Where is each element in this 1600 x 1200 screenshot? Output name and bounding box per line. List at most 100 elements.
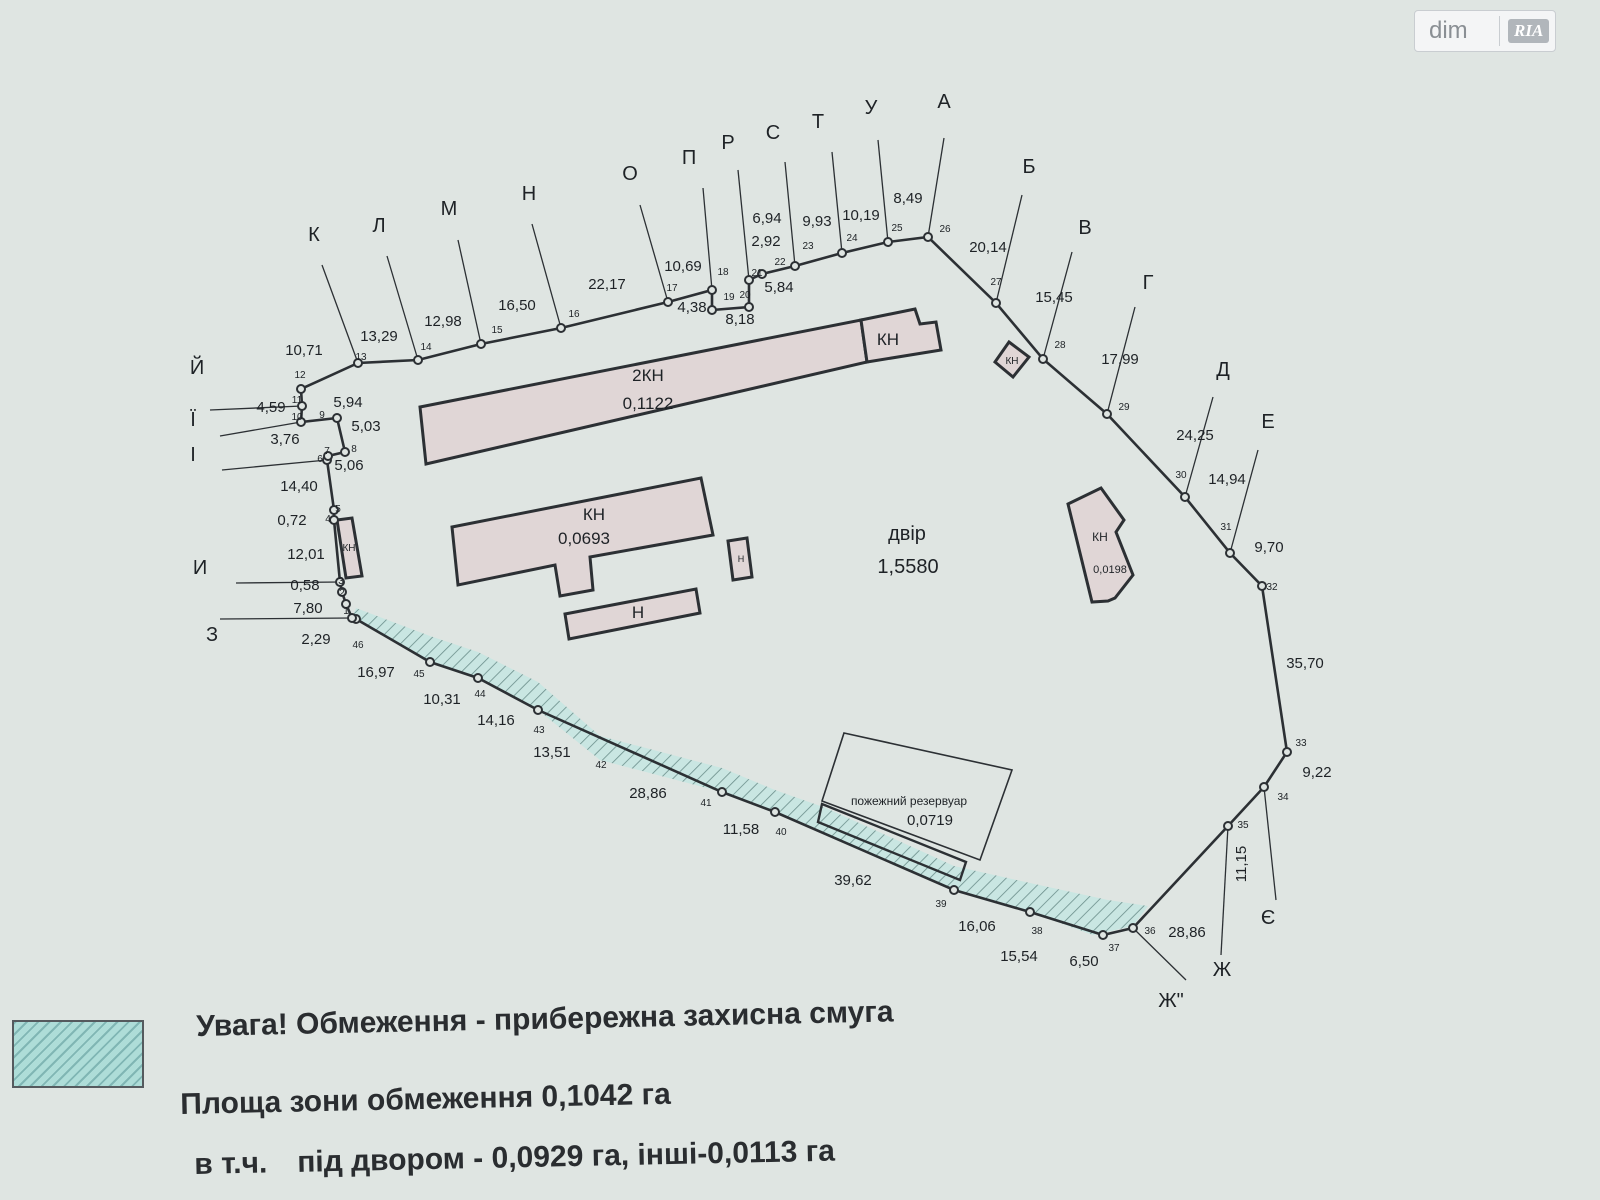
neighbor-letter: Є — [1261, 907, 1275, 929]
legend-hatch-swatch — [12, 1020, 144, 1088]
neighbor-letter: А — [937, 91, 951, 113]
segment-length: 39,62 — [834, 872, 872, 889]
label-kn-0198-area: 0,0198 — [1093, 564, 1127, 576]
neighbor-letter: О — [622, 163, 638, 185]
neighbor-letter: П — [682, 147, 696, 169]
segment-length: 12,01 — [287, 546, 325, 563]
vertex-25 — [883, 237, 893, 247]
segment-length: 5,03 — [351, 418, 380, 435]
segment-length: 9,93 — [802, 213, 831, 230]
point-number-30: 30 — [1175, 470, 1187, 481]
vertex-30 — [1180, 492, 1190, 502]
vertex-20 — [744, 302, 754, 312]
neighbor-letter: И — [193, 557, 207, 579]
point-number-7: 7 — [324, 446, 330, 457]
restriction-breakdown-prefix: в т.ч. — [194, 1146, 268, 1181]
segment-length: 9,70 — [1254, 539, 1283, 556]
building-kn-edge — [335, 516, 364, 580]
point-number-46: 46 — [352, 640, 364, 651]
point-number-25: 25 — [891, 223, 903, 234]
point-number-39: 39 — [935, 899, 947, 910]
neighbor-letter: Р — [721, 132, 734, 154]
vertex-33 — [1282, 747, 1292, 757]
neighbor-line — [1106, 306, 1136, 415]
neighbor-letter: М — [441, 198, 458, 220]
vertex-24 — [837, 248, 847, 258]
neighbor-line — [457, 239, 482, 345]
vertex-40 — [770, 807, 780, 817]
point-number-38: 38 — [1031, 926, 1043, 937]
segment-length: 35,70 — [1286, 655, 1324, 672]
segment-length: 10,31 — [423, 691, 461, 708]
segment-length: 17,99 — [1101, 351, 1139, 368]
reservoir-body — [816, 802, 968, 882]
segment-length: 2,92 — [751, 233, 780, 250]
segment-length: 10,19 — [842, 207, 880, 224]
building-n-small — [726, 536, 754, 582]
segment-length: 14,40 — [280, 478, 318, 495]
point-number-2: 2 — [339, 588, 345, 599]
point-number-32: 32 — [1266, 582, 1278, 593]
point-number-27: 27 — [990, 277, 1002, 288]
neighbor-line — [1132, 927, 1187, 981]
label-kn-area: 0,0693 — [558, 529, 610, 548]
reservoir-label: пожежний резервуар — [851, 794, 967, 808]
point-number-45: 45 — [413, 669, 425, 680]
neighbor-line — [1220, 825, 1229, 956]
label-n-long: Н — [632, 603, 644, 622]
point-number-33: 33 — [1295, 738, 1307, 749]
segment-length: 6,94 — [752, 210, 781, 227]
segment-length: 10,71 — [285, 342, 323, 359]
point-number-26: 26 — [939, 224, 951, 235]
point-number-41: 41 — [700, 798, 712, 809]
segment-lengths: 10,7113,2912,9816,5022,1710,694,388,185,… — [256, 190, 1331, 970]
point-number-36: 36 — [1144, 926, 1156, 937]
point-number-18: 18 — [717, 267, 729, 278]
vertex-4 — [329, 515, 339, 525]
neighbor-line — [219, 617, 353, 620]
segment-length: 2,29 — [301, 631, 330, 648]
neighbor-line — [531, 223, 562, 329]
segment-length: 5,84 — [764, 279, 793, 296]
point-number-6: 6 — [317, 454, 323, 465]
vertex-17 — [663, 297, 673, 307]
vertex-3 — [335, 577, 345, 587]
point-number-15: 15 — [491, 325, 503, 336]
neighbor-letter: З — [206, 624, 218, 646]
point-number-31: 31 — [1220, 522, 1232, 533]
point-number-3: 3 — [338, 576, 344, 587]
label-kn-edge: КН — [342, 543, 355, 554]
point-number-4: 4 — [325, 514, 331, 525]
neighbor-line — [1184, 396, 1214, 498]
neighbor-letter: Д — [1216, 359, 1230, 381]
segment-length: 5,06 — [334, 457, 363, 474]
vertex-41 — [717, 787, 727, 797]
vertex-35 — [1223, 821, 1233, 831]
segment-length: 5,94 — [333, 394, 362, 411]
vertex-9 — [332, 413, 342, 423]
vertex-27 — [991, 298, 1001, 308]
neighbor-letter: Н — [522, 183, 536, 205]
neighbor-line — [1042, 251, 1073, 360]
vertex-34 — [1259, 782, 1269, 792]
segment-length: 9,22 — [1302, 764, 1331, 781]
segment-length: 7,80 — [293, 600, 322, 617]
neighbor-line — [702, 187, 713, 291]
point-number-35: 35 — [1237, 820, 1249, 831]
segment-length: 14,94 — [1208, 471, 1246, 488]
reservoir-area: 0,0719 — [907, 812, 953, 829]
neighbor-letter: К — [308, 224, 320, 246]
vertex-5 — [329, 505, 339, 515]
segment-length: 28,86 — [629, 785, 667, 802]
neighbor-line — [995, 194, 1023, 304]
point-number-5: 5 — [335, 504, 341, 515]
point-number-13: 13 — [355, 352, 367, 363]
neighbor-letter: С — [766, 122, 780, 144]
neighbor-line — [831, 151, 843, 254]
vertex-16 — [556, 323, 566, 333]
neighbor-line — [1229, 449, 1259, 554]
point-number-24: 24 — [846, 233, 858, 244]
vertex-37 — [1098, 930, 1108, 940]
